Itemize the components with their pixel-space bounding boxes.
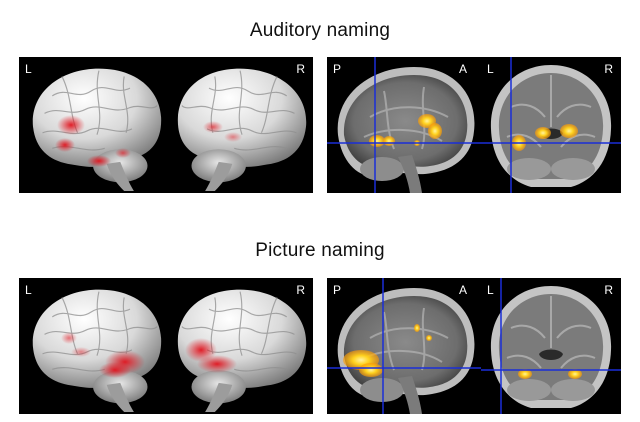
mri-sagittal-image	[327, 278, 481, 414]
section-title-picture: Picture naming	[255, 240, 385, 261]
anterior-label: A	[458, 283, 467, 297]
coronal-left-label: L	[487, 62, 494, 76]
brain-surface-left-image	[32, 289, 162, 413]
mri-sagittal-image	[327, 57, 481, 193]
hemisphere-left-label: L	[25, 283, 32, 297]
coronal-right-label: R	[604, 283, 613, 297]
posterior-label: P	[333, 283, 342, 297]
surface-right-auditory: R	[173, 57, 313, 193]
brain-surface-left-image	[32, 68, 162, 192]
mri-coronal-image	[481, 57, 621, 193]
coronal-slice-picture: L R	[481, 278, 621, 414]
coronal-right-label: R	[604, 62, 613, 76]
sagittal-slice-picture: P A	[327, 278, 481, 414]
anterior-label: A	[458, 62, 467, 76]
coronal-left-label: L	[487, 283, 494, 297]
coronal-slice-auditory: L R	[481, 57, 621, 193]
brain-surface-right-image	[177, 289, 307, 413]
surface-left-picture: L	[19, 278, 173, 414]
hemisphere-right-label: R	[296, 62, 305, 76]
surface-right-picture: R	[173, 278, 313, 414]
mri-coronal-image	[481, 278, 621, 414]
hemisphere-left-label: L	[25, 62, 32, 76]
posterior-label: P	[333, 62, 342, 76]
sagittal-slice-auditory: P A	[327, 57, 481, 193]
section-title-auditory: Auditory naming	[249, 20, 391, 41]
surface-left-auditory: L	[19, 57, 173, 193]
hemisphere-right-label: R	[296, 283, 305, 297]
brain-surface-right-image	[177, 68, 307, 192]
